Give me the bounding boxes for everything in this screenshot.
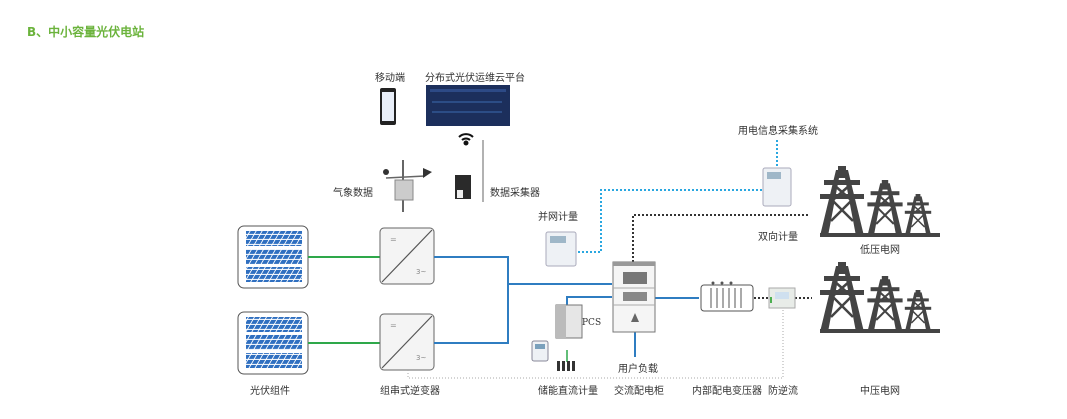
weather-label: 气象数据 [333,188,373,199]
transformer-label: 内部配电变压器 [692,386,762,397]
anti-backflow-line [407,308,784,379]
mobile-label: 移动端 [375,73,405,84]
anti-backflow-device [768,287,796,309]
transformer [700,281,754,312]
pv-module-top [237,225,309,289]
pcs-cabinet [555,304,583,339]
pcs-label: PCS [582,318,602,328]
info-system-label: 用电信息采集系统 [738,126,818,137]
mobile-phone [380,88,396,125]
grid-meter [545,231,577,267]
pv-modules-label: 光伏组件 [250,386,290,397]
anti-backflow-label: 防逆流 [768,386,798,397]
medium-voltage-grid-towers [818,260,940,334]
low-voltage-grid-label: 低压电网 [860,245,900,256]
svg-text:=: = [390,321,397,330]
section-title: B、中小容量光伏电站 [27,25,145,39]
cloud-platform-label: 分布式光伏运维云平台 [425,73,525,84]
string-inverter-label: 组串式逆变器 [380,386,440,397]
low-voltage-grid-towers [818,164,940,238]
bidirectional-meter-label: 双向计量 [758,232,798,243]
cloud-platform-screen [426,85,510,126]
grid-meter-label: 并网计量 [538,212,578,223]
ac-lines [434,256,699,357]
svg-text:3~: 3~ [416,354,426,362]
ac-cabinet-label: 交流配电柜 [614,386,664,397]
data-collector [455,140,484,202]
ac-distribution-cabinet [612,261,656,333]
medium-voltage-grid-label: 中压电网 [860,386,900,397]
bidirectional-lines [632,214,812,299]
svg-text:=: = [390,235,397,244]
weather-station [383,160,432,212]
user-load-label: 用户负载 [618,364,658,375]
string-inverter-top: = 3~ [379,227,435,285]
string-inverter-bottom: = 3~ [379,313,435,371]
bidirectional-meter [762,167,792,207]
battery-icon [557,361,575,371]
data-collector-label: 数据采集器 [490,188,540,199]
svg-text:3~: 3~ [416,268,426,276]
storage-dc-meter [531,340,549,362]
wifi-icon [458,133,474,146]
storage-dc-meter-label: 储能直流计量 [538,386,598,397]
comm-lines [578,140,778,253]
pv-module-bottom [237,311,309,375]
